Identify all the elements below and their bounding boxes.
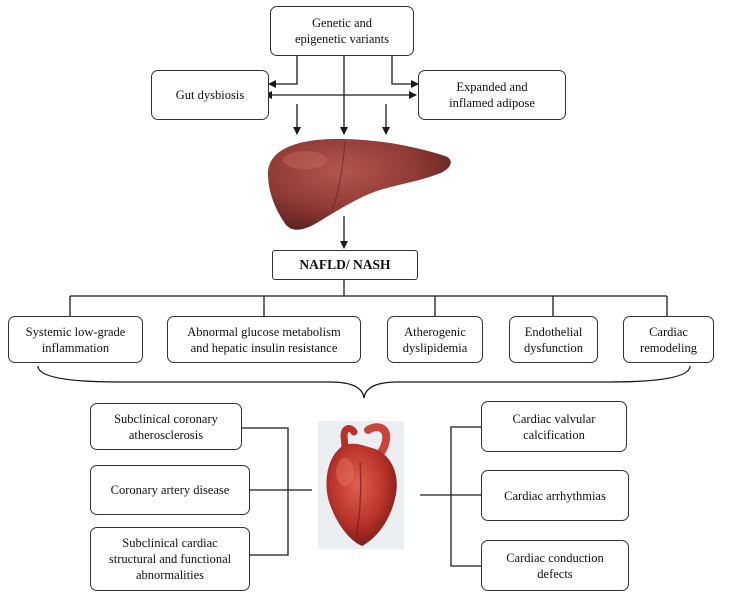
coronary-artery-disease-label: Coronary artery disease	[110, 483, 230, 497]
arrow-genetic-to-adipose	[391, 56, 419, 88]
subclinical-coronary-box: Subclinical coronary atherosclerosis	[90, 403, 242, 450]
endothelial-dysfunction-label: Endothelial dysfunction	[523, 324, 584, 355]
subclinical-cardiac-label: Subclinical cardiac structural and funct…	[108, 536, 232, 582]
genetic-variants-box: Genetic and epigenetic variants	[270, 6, 414, 56]
coronary-artery-disease-box: Coronary artery disease	[90, 465, 250, 515]
curly-brace	[37, 365, 691, 399]
inflammation-label: Systemic low-grade inflammation	[25, 324, 126, 355]
glucose-metabolism-label: Abnormal glucose metabolism and hepatic …	[187, 324, 341, 355]
dyslipidemia-label: Atherogenic dyslipidemia	[402, 324, 468, 355]
dyslipidemia-box: Atherogenic dyslipidemia	[387, 316, 483, 363]
bracket-right	[420, 426, 481, 567]
valvular-calcification-label: Cardiac valvular calcification	[512, 411, 596, 442]
subclinical-coronary-label: Subclinical coronary atherosclerosis	[114, 411, 218, 442]
cardiac-remodeling-box: Cardiac remodeling	[623, 316, 714, 363]
arrow-genetic-to-gut	[268, 56, 298, 88]
endothelial-dysfunction-box: Endothelial dysfunction	[509, 316, 598, 363]
nafld-nash-box: NAFLD/ NASH	[272, 250, 418, 280]
subclinical-cardiac-box: Subclinical cardiac structural and funct…	[90, 527, 250, 591]
valvular-calcification-box: Cardiac valvular calcification	[481, 401, 627, 452]
conduction-defects-box: Cardiac conduction defects	[481, 540, 629, 591]
adipose-box: Expanded and inflamed adipose	[418, 70, 566, 120]
heart-illustration	[318, 421, 404, 549]
cardiac-arrhythmias-box: Cardiac arrhythmias	[481, 470, 629, 521]
liver-illustration	[268, 138, 451, 230]
inflammation-box: Systemic low-grade inflammation	[8, 316, 143, 363]
adipose-label: Expanded and inflamed adipose	[449, 80, 535, 110]
nafld-nash-label: NAFLD/ NASH	[299, 257, 391, 273]
conduction-defects-label: Cardiac conduction defects	[506, 550, 604, 581]
cardiac-arrhythmias-label: Cardiac arrhythmias	[504, 488, 606, 503]
gut-dysbiosis-box: Gut dysbiosis	[151, 70, 269, 120]
glucose-metabolism-box: Abnormal glucose metabolism and hepatic …	[167, 316, 361, 363]
cardiac-remodeling-label: Cardiac remodeling	[640, 324, 697, 355]
gut-dysbiosis-label: Gut dysbiosis	[175, 88, 245, 102]
bracket-left	[242, 427, 312, 556]
genetic-variants-label: Genetic and epigenetic variants	[294, 16, 390, 46]
